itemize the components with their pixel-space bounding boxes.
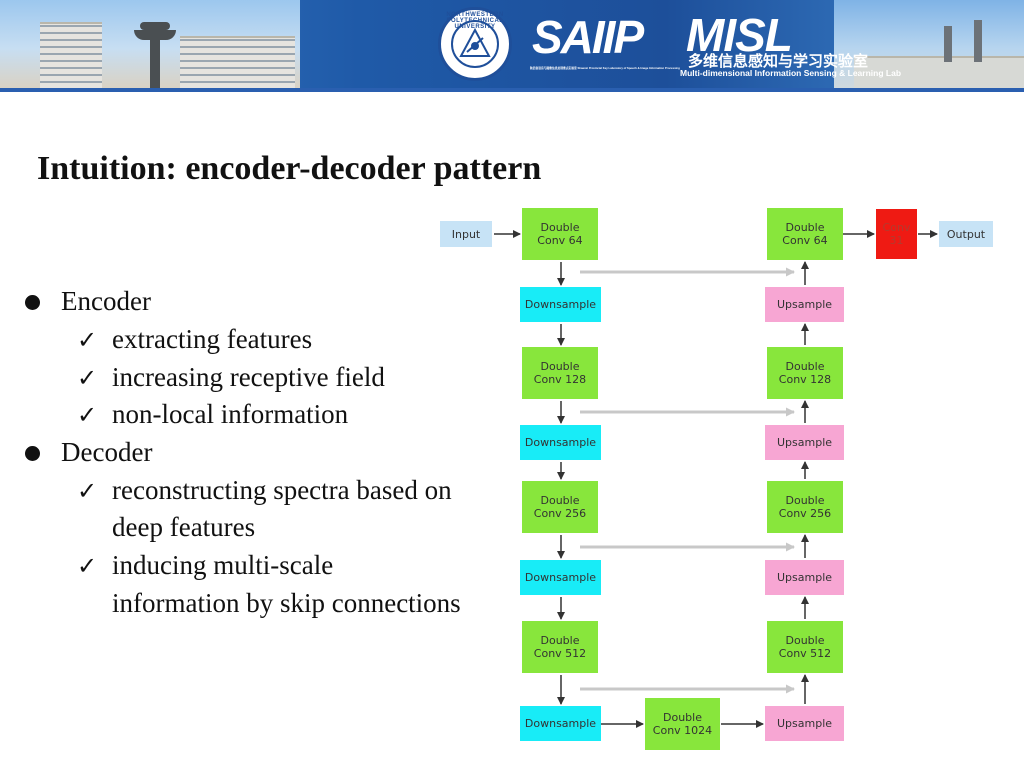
node-label: Downsample bbox=[525, 298, 596, 311]
node-upsample-2: Upsample bbox=[765, 425, 844, 460]
node-label-line: Upsample bbox=[776, 436, 833, 449]
node-input: Input bbox=[440, 221, 492, 247]
encoder-item: non-local information bbox=[112, 399, 349, 429]
node-label: Downsample bbox=[525, 717, 596, 730]
bullet-dot-icon bbox=[25, 446, 40, 461]
decoder-item-line: deep features bbox=[112, 512, 256, 542]
node-label: Downsample bbox=[525, 436, 596, 449]
slide-title: Intuition: encoder-decoder pattern bbox=[37, 150, 542, 187]
node-label: Downsample bbox=[525, 571, 596, 584]
decoder-item-line: inducing multi-scale bbox=[112, 550, 334, 580]
node-label-line: Upsample bbox=[776, 717, 833, 730]
misl-lab-logo: MISL 多维信息感知与学习实验室 Multi-dimensional Info… bbox=[680, 9, 902, 78]
bullet-encoder: Encoder bbox=[61, 286, 151, 316]
node-label-line: Double bbox=[785, 221, 825, 234]
node-label-line: Double bbox=[540, 494, 580, 507]
node-output: Output bbox=[939, 221, 993, 247]
node-label-line: Downsample bbox=[524, 436, 597, 449]
node-label: Output bbox=[947, 228, 985, 241]
node-downsample-2: Downsample bbox=[520, 425, 601, 460]
decoder-item-line: information by skip connections bbox=[112, 588, 461, 618]
node-label-line: Conv 64 bbox=[782, 234, 828, 247]
university-seal-logo: NORTHWESTERN POLYTECHNICAL UNIVERSITY bbox=[438, 7, 512, 81]
banner-divider bbox=[0, 88, 1024, 92]
node-downsample-3: Downsample bbox=[520, 560, 601, 595]
bullet-dot-icon bbox=[25, 295, 40, 310]
check-icon: ✓ bbox=[77, 326, 98, 354]
node-label: Input bbox=[452, 228, 480, 241]
node-label-line: Output bbox=[946, 227, 986, 241]
node-label-line: Conv bbox=[882, 221, 911, 234]
node-label-line: Double bbox=[540, 634, 580, 647]
node-label-line: Double bbox=[663, 711, 702, 724]
header-banner: NORTHWESTERN POLYTECHNICAL UNIVERSITY SA… bbox=[0, 0, 1024, 88]
node-label: Upsample bbox=[777, 298, 832, 311]
node-label-line: Conv 64 bbox=[537, 234, 583, 247]
bullet-decoder: Decoder bbox=[61, 437, 153, 467]
encoder-item: increasing receptive field bbox=[112, 362, 385, 392]
node-label-line: Double bbox=[540, 221, 580, 234]
node-label-line: Downsample bbox=[524, 571, 597, 584]
node-label-line: 31 bbox=[889, 234, 904, 247]
check-icon: ✓ bbox=[77, 552, 98, 580]
seal-emblem-icon bbox=[459, 27, 491, 57]
node-label-line: Conv 128 bbox=[778, 373, 832, 386]
check-icon: ✓ bbox=[77, 477, 98, 505]
check-icon: ✓ bbox=[77, 364, 98, 392]
node-downsample-1: Downsample bbox=[520, 287, 601, 322]
node-label: Upsample bbox=[777, 436, 832, 449]
node-downsample-4: Downsample bbox=[520, 706, 601, 741]
campus-photo-right bbox=[834, 0, 1024, 88]
encoder-item: extracting features bbox=[112, 324, 313, 354]
node-label-line: Double bbox=[540, 360, 580, 373]
node-label-line: Downsample bbox=[524, 717, 597, 730]
node-upsample-3: Upsample bbox=[765, 560, 844, 595]
node-label: Upsample bbox=[777, 571, 832, 584]
node-label-line: Upsample bbox=[776, 571, 833, 584]
node-label-line: Input bbox=[451, 227, 481, 241]
node-label-line: Double bbox=[785, 360, 825, 373]
node-label-line: Conv 1024 bbox=[652, 724, 713, 737]
node-label-line: Conv 512 bbox=[778, 647, 832, 660]
check-icon: ✓ bbox=[77, 401, 98, 429]
campus-photo-left bbox=[0, 0, 300, 88]
node-label-line: Conv 256 bbox=[533, 507, 587, 520]
node-label-line: Conv 256 bbox=[778, 507, 832, 520]
node-label-line: Downsample bbox=[524, 298, 597, 311]
node-label-line: Conv 128 bbox=[533, 373, 587, 386]
node-label-line: Double bbox=[785, 494, 825, 507]
decoder-item-line: reconstructing spectra based on bbox=[112, 475, 452, 505]
node-label-line: Upsample bbox=[776, 298, 833, 311]
node-label-line: Conv 512 bbox=[533, 647, 587, 660]
saiip-lab-logo: SAIIP 陕西省语音与图像信息处理重点实验室 Shaanxi Provinci… bbox=[530, 11, 680, 70]
node-upsample-4: Upsample bbox=[765, 706, 844, 741]
node-upsample-1: Upsample bbox=[765, 287, 844, 322]
node-label: Upsample bbox=[777, 717, 832, 730]
node-label-line: Double bbox=[785, 634, 825, 647]
